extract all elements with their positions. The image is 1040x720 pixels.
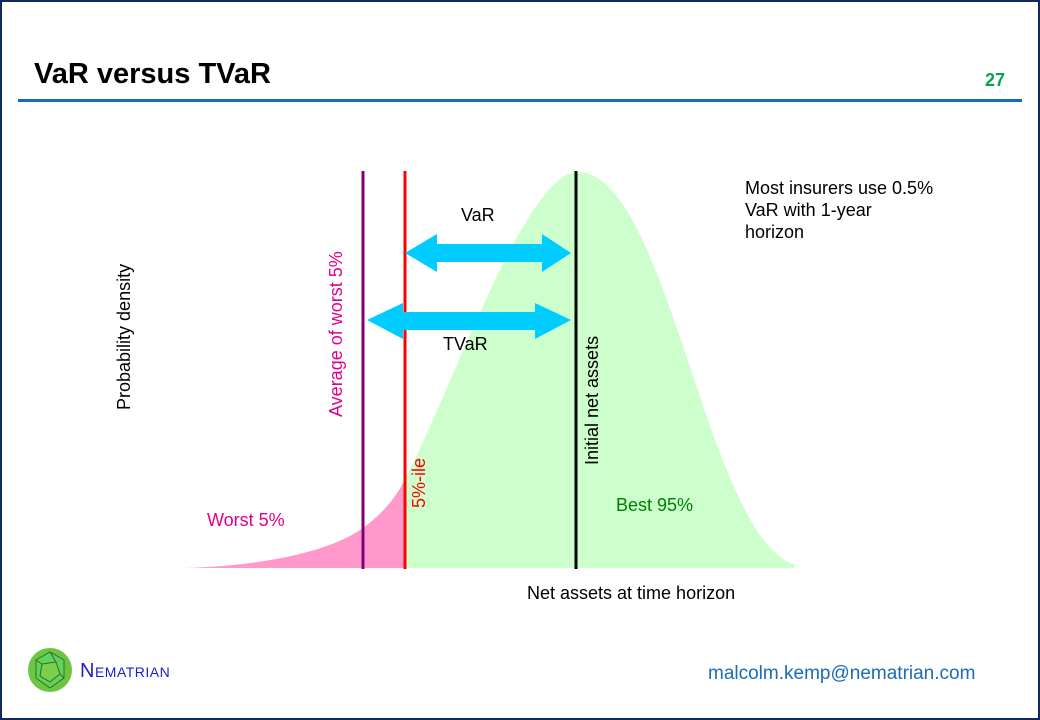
tvar-label: TVaR	[443, 334, 488, 354]
var-arrow	[405, 234, 571, 272]
page-number: 27	[985, 70, 1006, 90]
best-95-region	[405, 172, 795, 568]
initial-net-assets-label: Initial net assets	[582, 336, 602, 465]
tvar-arrow	[367, 303, 571, 339]
var-label: VaR	[461, 205, 495, 225]
footer-brand: Nematrian	[80, 660, 171, 682]
footer-email-link[interactable]: malcolm.kemp@nematrian.com	[708, 663, 976, 684]
worst-5-label: Worst 5%	[207, 510, 285, 530]
worst-5-region	[185, 479, 405, 568]
title-divider	[18, 99, 1022, 102]
average-worst-label: Average of worst 5%	[326, 251, 346, 417]
best-95-label: Best 95%	[616, 495, 693, 515]
y-axis-label: Probability density	[114, 264, 134, 410]
percentile-label: 5%-ile	[409, 458, 429, 508]
note-text: Most insurers use 0.5% VaR with 1-year h…	[745, 178, 934, 242]
slide-title: VaR versus TVaR	[34, 58, 271, 90]
x-axis-label: Net assets at time horizon	[527, 583, 735, 603]
nematrian-logo-icon	[28, 648, 72, 692]
